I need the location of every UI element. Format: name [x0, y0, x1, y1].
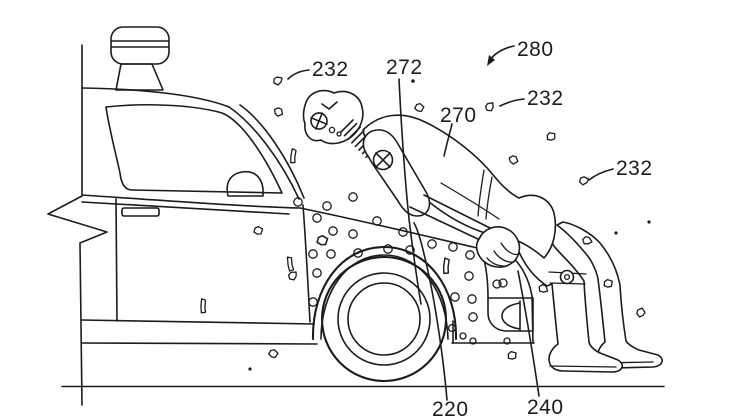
leader-lines — [287, 45, 614, 401]
dummy-hand — [475, 226, 521, 268]
a-pillar-inner — [239, 104, 305, 199]
headlight — [487, 297, 534, 332]
leader-272 — [398, 78, 422, 305]
door-rear-edge — [115, 198, 118, 322]
adhesive-dots — [293, 192, 511, 345]
leader-270 — [443, 123, 453, 157]
leader-220 — [413, 222, 448, 401]
label-280: 280 — [517, 38, 554, 61]
crash-dummy — [302, 89, 663, 373]
sensor-base — [115, 63, 164, 91]
label-232-right: 232 — [616, 157, 653, 180]
dummy-head-marker — [310, 112, 328, 130]
label-272: 272 — [386, 56, 423, 79]
dummy-far-leg — [556, 221, 663, 369]
dummy-chin-mark — [336, 131, 342, 137]
label-232-mid: 232 — [527, 87, 564, 110]
arrowhead-280 — [487, 55, 495, 66]
break-line — [47, 44, 108, 406]
wheel-arch-lip — [320, 254, 449, 340]
dummy-brow-mark — [321, 101, 338, 110]
side-mirror — [226, 170, 264, 197]
dummy-torso-seam — [477, 169, 493, 220]
debris-pieces — [200, 76, 651, 371]
rim-inner — [347, 282, 421, 356]
rim-outer — [337, 272, 431, 366]
dummy-knee-joint-center — [563, 273, 571, 281]
roof-line — [81, 87, 230, 108]
side-window — [105, 103, 283, 194]
label-232-top: 232 — [312, 58, 349, 81]
label-220: 220 — [432, 398, 469, 420]
a-pillar-outer — [228, 106, 300, 200]
rocker-top — [81, 319, 315, 325]
beltline-lower — [81, 201, 290, 215]
dummy-shoulder-joint — [372, 149, 394, 171]
wheel-arch — [311, 245, 458, 341]
roof-sensor-dome — [110, 26, 170, 91]
reference-labels: 232 272 280 232 232 270 220 240 — [312, 38, 653, 420]
dummy-fingers — [486, 242, 520, 267]
dummy-knee-joint — [559, 269, 575, 285]
label-240: 240 — [527, 396, 564, 419]
front-wheel — [311, 245, 458, 383]
rocker-bottom — [81, 342, 318, 345]
leader-232-top — [287, 69, 310, 80]
leader-232-right — [588, 168, 614, 181]
leader-232-mid — [499, 98, 525, 107]
dummy-mouth-mark — [328, 126, 336, 134]
tire — [320, 255, 448, 383]
label-270: 270 — [440, 104, 477, 127]
vehicle-body — [47, 44, 535, 406]
dummy-near-boot-sole — [549, 365, 617, 368]
leader-280 — [490, 45, 515, 60]
door-front-edge — [302, 204, 311, 323]
door-handle — [121, 207, 160, 217]
headlight-lens — [501, 300, 521, 332]
dummy-arm — [409, 194, 495, 241]
dummy-far-arm — [440, 182, 500, 220]
leader-240 — [517, 270, 540, 397]
